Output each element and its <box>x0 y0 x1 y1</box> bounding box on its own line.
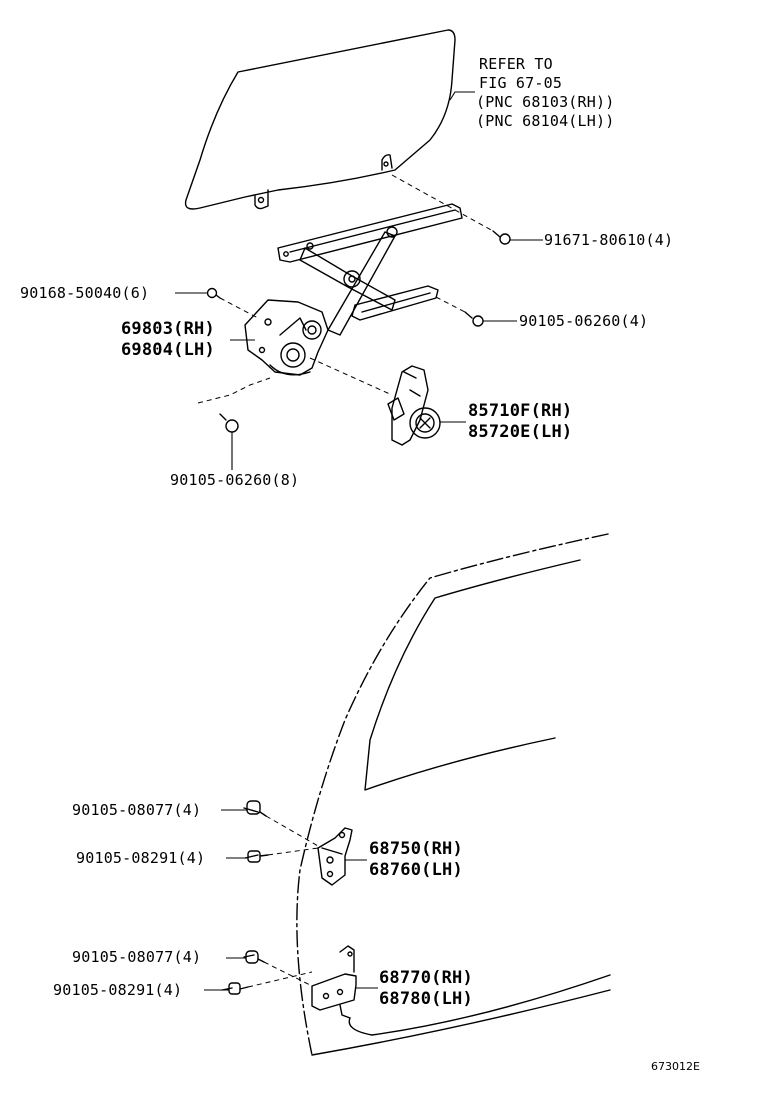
bolt-90105-06260-8 <box>219 413 239 433</box>
bolt-90105-08291-lower <box>221 982 249 995</box>
regulator-arm-2 <box>327 231 396 336</box>
regulator-arm-1 <box>299 247 396 311</box>
bolt-90105-08291-upper <box>244 850 269 863</box>
bolt-90105-08077-lower <box>243 950 265 964</box>
label-lower-hinge-rh[interactable]: 68770(RH) <box>379 968 473 988</box>
bolt-90105-08077-upper <box>243 800 267 817</box>
label-bolt-90168[interactable]: 90168-50040(6) <box>20 284 150 302</box>
refer-note-line-3: (PNC 68103(RH)) <box>476 93 615 111</box>
label-bolt-08077-upper[interactable]: 90105-08077(4) <box>72 801 202 819</box>
label-bolt-08291-upper[interactable]: 90105-08291(4) <box>76 849 206 867</box>
label-bolt-08291-lower[interactable]: 90105-08291(4) <box>53 981 183 999</box>
bolt-90105-06260-4 <box>464 311 484 327</box>
label-bolt-90105-06260-4[interactable]: 90105-06260(4) <box>519 312 649 330</box>
label-bolt-91671[interactable]: 91671-80610(4) <box>544 231 674 249</box>
refer-note-line-1: REFER TO <box>479 55 553 73</box>
label-bolt-90105-06260-8[interactable]: 90105-06260(8) <box>170 471 300 489</box>
label-motor-lh[interactable]: 85720E(LH) <box>468 422 573 442</box>
window-motor <box>391 365 429 446</box>
label-lower-hinge-lh[interactable]: 68780(LH) <box>379 989 473 1009</box>
regulator-lower-rail <box>351 285 439 321</box>
label-upper-hinge-lh[interactable]: 68760(LH) <box>369 860 463 880</box>
label-regulator-rh[interactable]: 69803(RH) <box>121 319 215 339</box>
glass-clip-left <box>254 189 269 210</box>
label-regulator-lh[interactable]: 69804(LH) <box>121 340 215 360</box>
regulator-upper-rail <box>277 203 463 263</box>
bolt-91671 <box>492 230 511 245</box>
regulator-base-plate <box>244 299 329 376</box>
refer-note-line-2: FIG 67-05 <box>479 74 563 92</box>
door-glass <box>184 29 456 210</box>
upper-hinge <box>317 827 353 886</box>
door-shell <box>296 533 611 1056</box>
refer-note-line-4: (PNC 68104(LH)) <box>476 112 615 130</box>
bolt-90168 <box>206 287 221 299</box>
label-bolt-08077-lower[interactable]: 90105-08077(4) <box>72 948 202 966</box>
figure-id: 673012E <box>651 1060 700 1073</box>
label-motor-rh[interactable]: 85710F(RH) <box>468 401 573 421</box>
label-upper-hinge-rh[interactable]: 68750(RH) <box>369 839 463 859</box>
lower-hinge <box>311 973 357 1011</box>
